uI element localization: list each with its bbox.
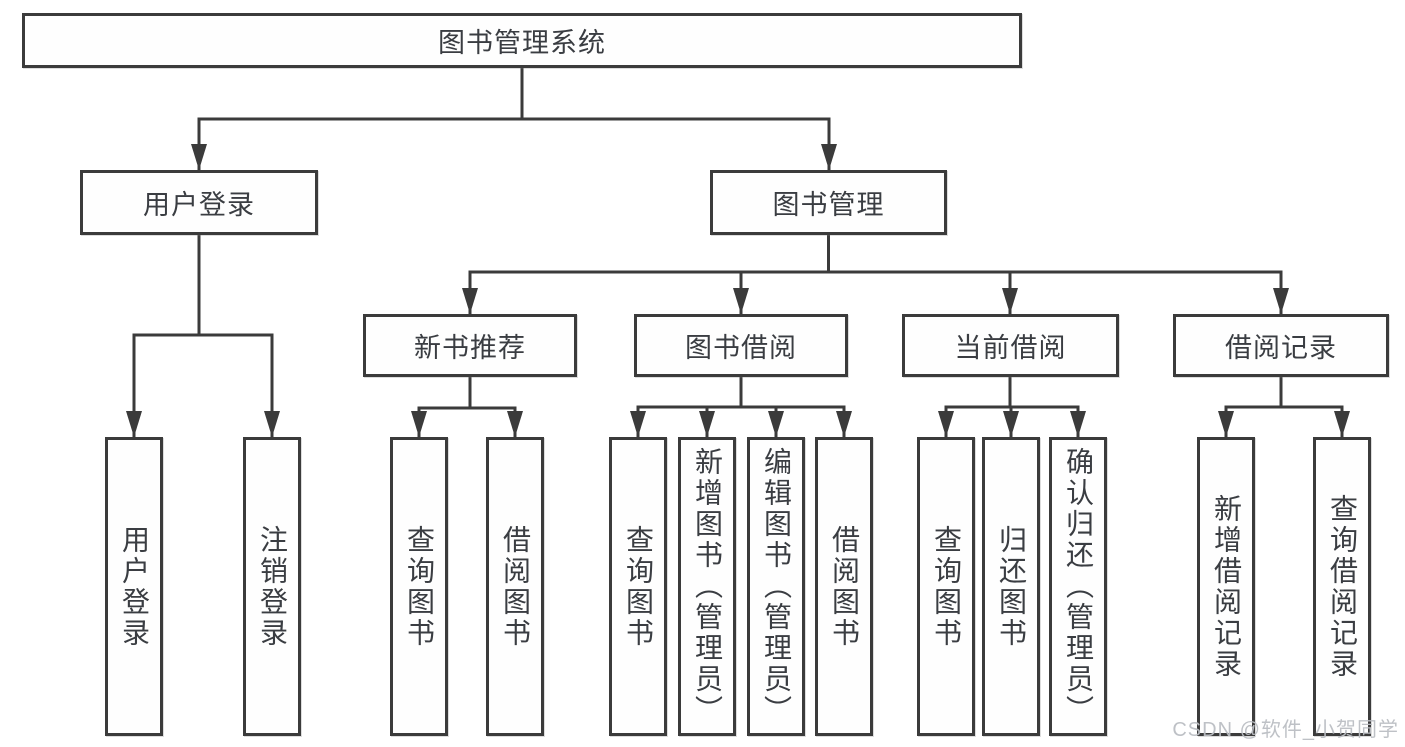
leaf-recommend-borrow-books-label: 借阅图书: [500, 524, 531, 649]
leaf-logout-label: 注销登录: [257, 524, 288, 649]
node-new-book-recommend: 新书推荐: [363, 314, 577, 377]
leaf-return-books-label: 归还图书: [996, 524, 1027, 649]
leaf-recommend-query-books: 查询图书: [390, 437, 448, 736]
leaf-user-login-label: 用户登录: [119, 524, 150, 649]
leaf-borrow-books-label: 借阅图书: [829, 524, 860, 649]
node-book-management-label: 图书管理: [772, 190, 885, 220]
leaf-current-query-books: 查询图书: [917, 437, 975, 736]
node-book-borrow: 图书借阅: [634, 314, 848, 377]
leaf-borrow-query-books-label: 查询图书: [623, 524, 654, 649]
node-user-login: 用户登录: [80, 170, 318, 235]
node-book-borrow-label: 图书借阅: [685, 333, 797, 363]
leaf-edit-books-admin: 编辑图书（管理员）: [747, 437, 805, 736]
node-root-library-system: 图书管理系统: [22, 13, 1022, 68]
leaf-return-books: 归还图书: [982, 437, 1040, 736]
leaf-add-books-admin: 新增图书（管理员）: [678, 437, 736, 736]
node-current-borrow-label: 当前借阅: [954, 333, 1067, 363]
node-user-login-label: 用户登录: [143, 190, 255, 220]
leaf-query-borrow-record: 查询借阅记录: [1313, 437, 1371, 736]
connector-group: [126, 68, 1350, 437]
node-new-book-recommend-label: 新书推荐: [414, 333, 526, 363]
leaf-confirm-return-admin-label: 确认归还（管理员）: [1063, 447, 1094, 726]
leaf-borrow-books: 借阅图书: [815, 437, 873, 736]
leaf-query-borrow-record-label: 查询借阅记录: [1327, 493, 1358, 680]
node-borrow-records-label: 借阅记录: [1225, 333, 1337, 363]
leaf-confirm-return-admin: 确认归还（管理员）: [1049, 437, 1107, 736]
node-root-label: 图书管理系统: [438, 28, 606, 58]
leaf-recommend-borrow-books: 借阅图书: [486, 437, 544, 736]
node-current-borrow: 当前借阅: [902, 314, 1119, 377]
leaf-edit-books-admin-label: 编辑图书（管理员）: [761, 447, 792, 726]
csdn-watermark: CSDN @软件_小贺同学: [1172, 719, 1399, 741]
leaf-user-login: 用户登录: [105, 437, 163, 736]
leaf-current-query-books-label: 查询图书: [931, 524, 962, 649]
node-borrow-records: 借阅记录: [1173, 314, 1389, 377]
leaf-add-borrow-record-label: 新增借阅记录: [1211, 493, 1242, 680]
leaf-add-books-admin-label: 新增图书（管理员）: [692, 447, 723, 726]
leaf-borrow-query-books: 查询图书: [609, 437, 667, 736]
node-book-management: 图书管理: [710, 170, 947, 235]
leaf-logout: 注销登录: [243, 437, 301, 736]
leaf-add-borrow-record: 新增借阅记录: [1197, 437, 1255, 736]
leaf-recommend-query-books-label: 查询图书: [404, 524, 435, 649]
